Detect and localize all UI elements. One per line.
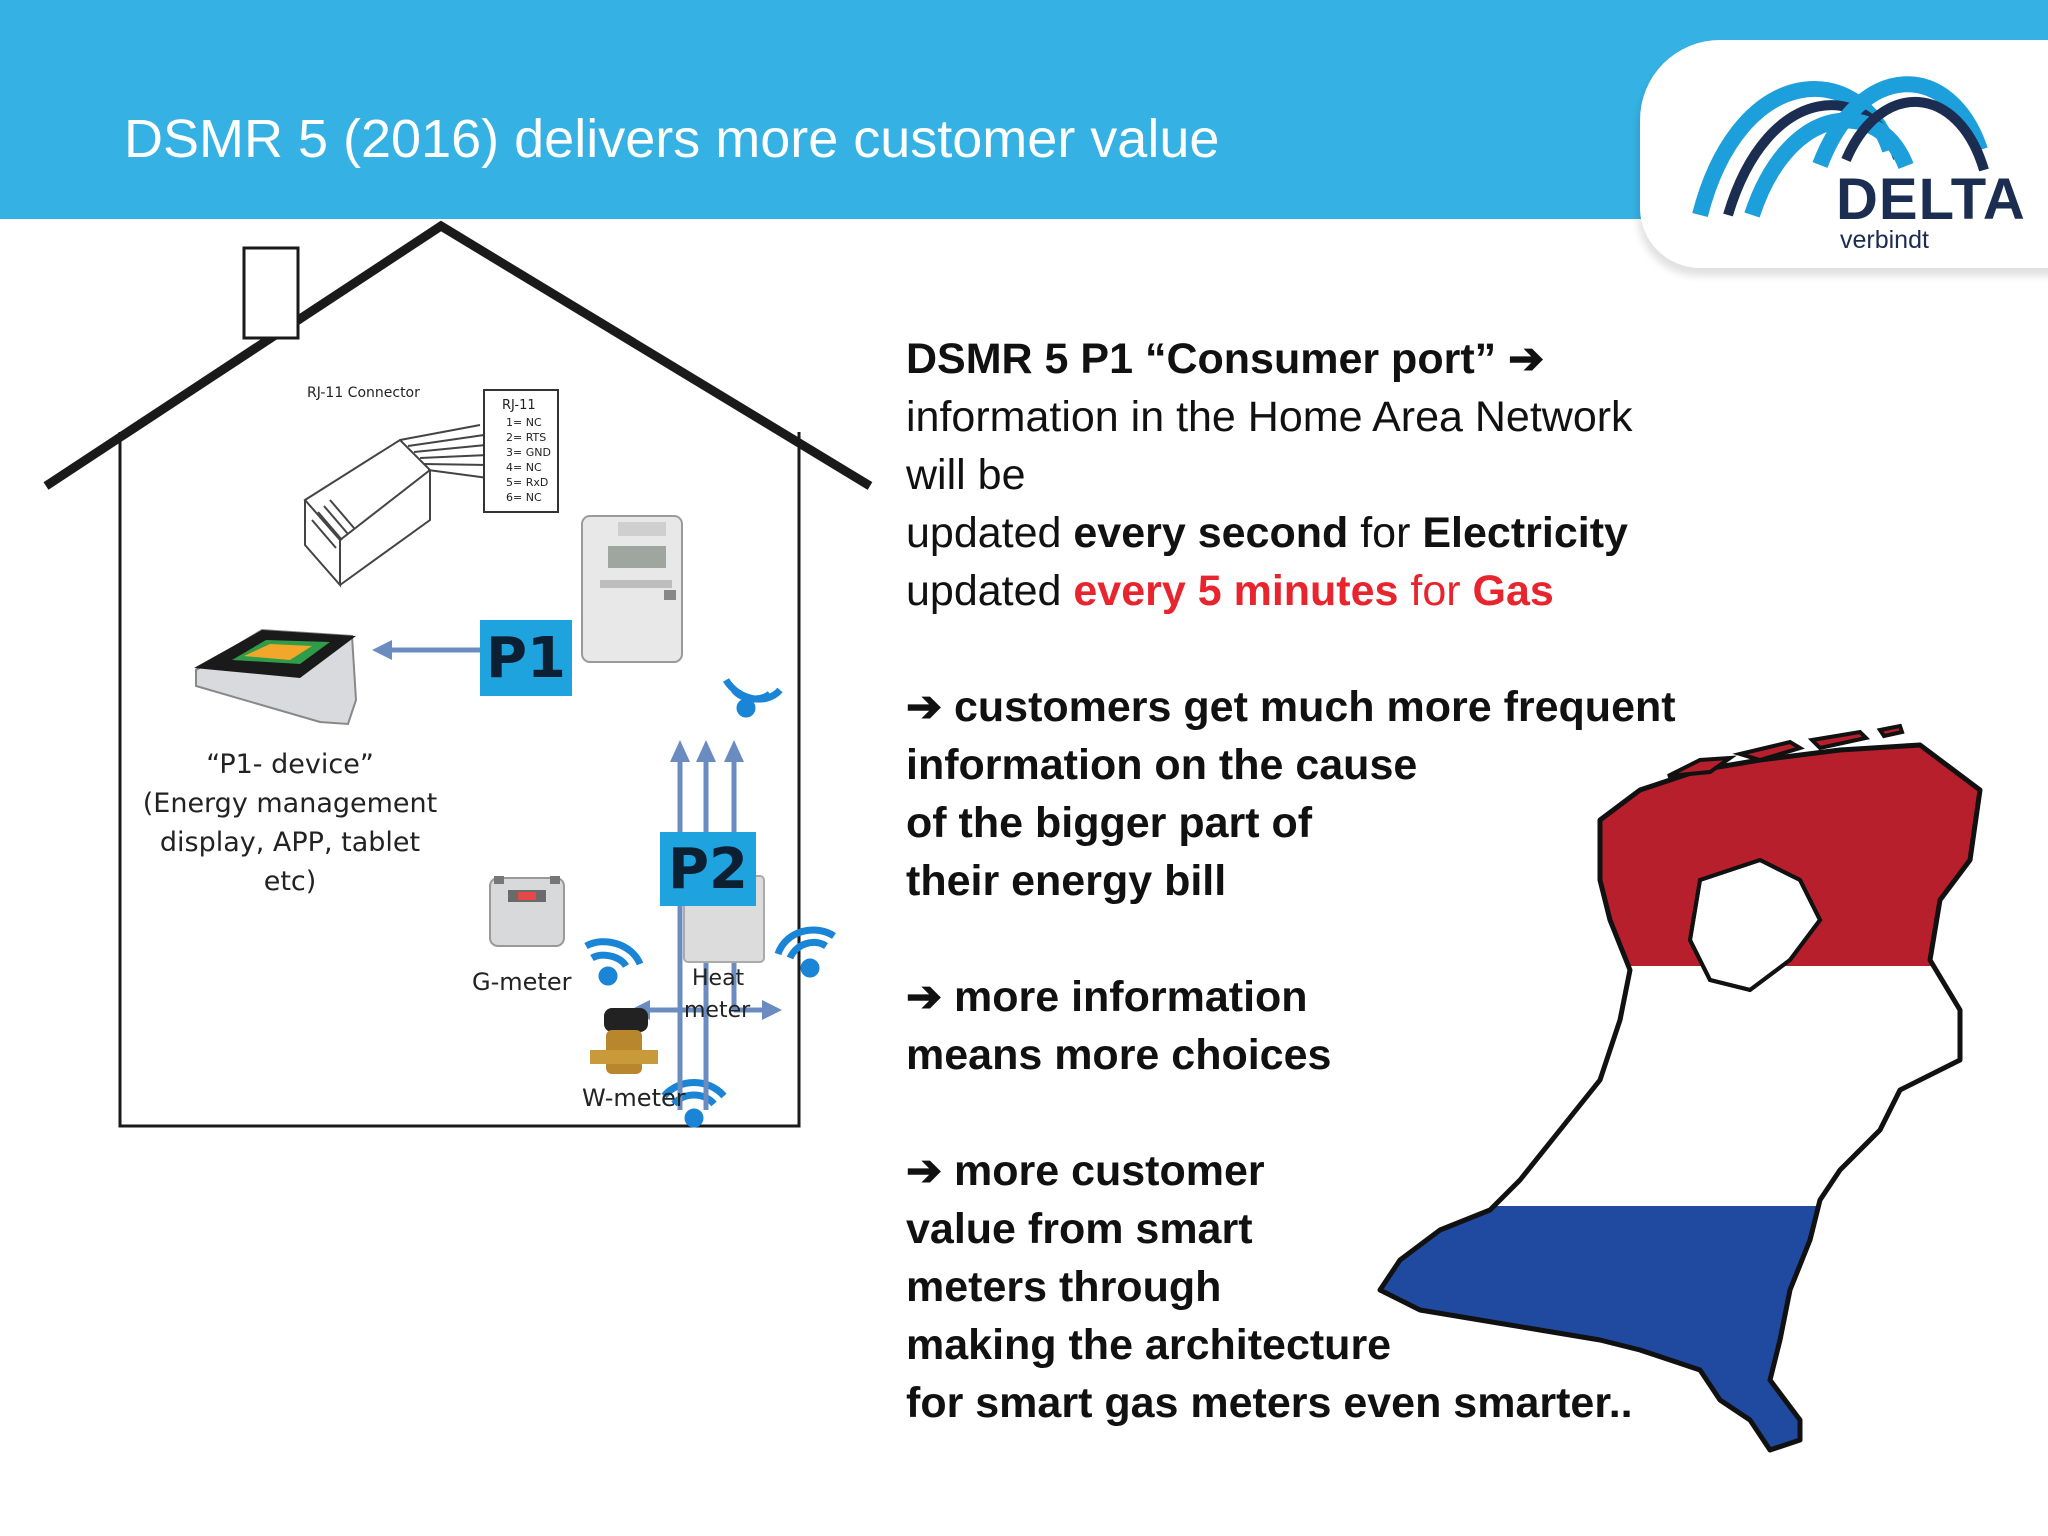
body-text: DSMR 5 P1 “Consumer port” ➔ information … xyxy=(906,330,1906,1432)
p1-device-caption-line: etc) xyxy=(263,866,317,897)
logo-tagline: verbindt xyxy=(1840,226,1929,254)
p2-port-box: P2 xyxy=(660,832,756,906)
wifi-icon-gmeter xyxy=(584,938,644,986)
update-gas-line: updated every 5 minutes for Gas xyxy=(906,562,1906,620)
water-meter-icon xyxy=(590,1008,658,1074)
p1-line-2: information in the Home Area Network xyxy=(906,393,1633,441)
for-word: for xyxy=(1360,509,1411,557)
electricity-frequency: every second xyxy=(1073,509,1349,557)
rj11-pin-box xyxy=(483,389,559,513)
electricity-target: Electricity xyxy=(1422,509,1628,557)
bullet-3-line: meters through xyxy=(906,1263,1222,1311)
rj11-pin-5: 5= RxD xyxy=(506,476,549,489)
gas-frequency: every 5 minutes xyxy=(1073,567,1399,615)
rj11-connector-label: RJ-11 Connector xyxy=(307,385,420,401)
p1-device-icon xyxy=(194,628,358,726)
g-meter-label: G-meter xyxy=(472,968,572,996)
rj11-pin-title: RJ-11 xyxy=(502,398,536,413)
gas-target: Gas xyxy=(1472,567,1554,615)
rj11-pin-4: 4= NC xyxy=(506,461,542,474)
house-walls xyxy=(118,432,801,1128)
rj11-pin-3: 3= GND xyxy=(506,446,551,459)
wifi-icon-top xyxy=(723,677,783,718)
bullet-1-line: of the bigger part of xyxy=(906,799,1313,847)
bullet-1-line: information on the cause xyxy=(906,741,1418,789)
update-word: updated xyxy=(906,567,1062,615)
heat-meter-label-line1: Heat xyxy=(692,966,745,991)
bullet-3-line: value from smart xyxy=(906,1205,1253,1253)
rj11-pin-1: 1= NC xyxy=(506,416,542,429)
p1-device-caption-line: “P1- device” xyxy=(206,749,374,780)
bullet-1-line: their energy bill xyxy=(906,857,1227,905)
p1-device-caption-line: (Energy management xyxy=(142,788,438,819)
bullet-3-line: ➔ more customer xyxy=(906,1147,1265,1195)
wifi-icon-heat xyxy=(774,926,836,978)
bullet-1-line: ➔ customers get much more frequent xyxy=(906,683,1676,731)
gas-meter-icon xyxy=(489,876,565,947)
update-electricity-line: updated every second for Electricity xyxy=(906,504,1906,562)
p1-port-box: P1 xyxy=(480,620,572,696)
heat-meter-label-line2: meter xyxy=(684,998,751,1023)
wadden-islands xyxy=(1667,723,1905,778)
bullet-3-line: for smart gas meters even smarter.. xyxy=(906,1379,1633,1427)
smart-meter-icon xyxy=(581,515,683,663)
bullet-2-line: ➔ more information xyxy=(906,973,1308,1021)
for-word: for xyxy=(1410,567,1461,615)
p1-device-caption: “P1- device” (Energy management display,… xyxy=(130,745,450,901)
rj11-pin-2: 2= RTS xyxy=(506,431,547,444)
update-word: updated xyxy=(906,509,1062,557)
logo-wordmark: DELTA xyxy=(1836,167,2026,232)
house-chimney xyxy=(242,246,300,340)
slide-title: DSMR 5 (2016) delivers more customer val… xyxy=(124,109,1220,169)
p1-line-3: will be xyxy=(906,451,1026,499)
wifi-icon-wmeter xyxy=(661,1079,727,1128)
bullet-2-line: means more choices xyxy=(906,1031,1332,1079)
house-roof xyxy=(43,220,873,490)
p1-device-caption-line: display, APP, tablet xyxy=(159,827,421,858)
bullet-3-line: making the architecture xyxy=(906,1321,1392,1369)
rj11-plug-icon xyxy=(303,424,489,588)
p1-heading: DSMR 5 P1 “Consumer port” ➔ xyxy=(906,335,1545,383)
w-meter-label: W-meter xyxy=(582,1084,686,1112)
rj11-pin-6: 6= NC xyxy=(506,491,542,504)
